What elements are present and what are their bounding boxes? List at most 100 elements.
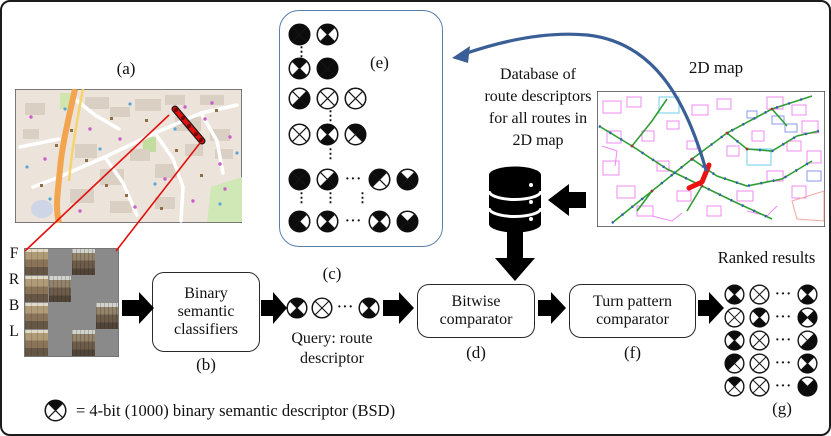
street-view-photo	[49, 249, 72, 275]
caption-line: Database of	[500, 66, 576, 83]
vertical-ellipsis: ⋮	[295, 190, 308, 205]
street-view-photo	[96, 276, 119, 302]
direction-label-front: F	[9, 245, 19, 262]
legend-text: = 4-bit (1000) binary semantic descripto…	[76, 401, 396, 420]
street-view-photo	[72, 249, 95, 275]
bsd-symbol	[358, 297, 380, 319]
bitwise-comparator-box: Bitwise comparator	[417, 284, 535, 338]
direction-label-left: L	[9, 323, 19, 340]
curve-arrowhead	[452, 46, 470, 63]
bsd-symbol	[288, 57, 311, 80]
bsd-symbol	[797, 284, 818, 305]
bsd-symbol	[316, 123, 339, 146]
map2d-title: 2D map	[688, 58, 744, 77]
street-view-grid	[24, 248, 119, 357]
ranked-row: ···	[724, 284, 818, 305]
binary-semantic-classifiers-box: Binary semantic classifiers	[152, 272, 260, 352]
ranked-results-title: Ranked results	[717, 248, 816, 267]
bsd-symbol	[797, 307, 818, 328]
bsd-symbol	[396, 168, 419, 191]
arrow-map-to-database	[548, 184, 586, 216]
horizontal-ellipsis: ···	[345, 171, 363, 187]
street-view-photo	[25, 276, 48, 302]
descriptor-row	[288, 123, 367, 146]
bsd-symbol	[797, 353, 818, 374]
descriptor-row	[288, 57, 339, 80]
bsd-symbol	[311, 297, 333, 319]
bsd-symbol	[288, 168, 311, 191]
bsd-symbol	[286, 297, 308, 319]
descriptor-row: ···	[288, 210, 419, 233]
ranked-row: ···	[724, 353, 818, 374]
street-view-photo	[72, 303, 95, 329]
bsd-symbol	[749, 307, 770, 328]
bsd-symbol	[368, 168, 391, 191]
vertical-ellipsis: ⋮	[324, 108, 337, 123]
street-view-photo	[72, 330, 95, 356]
caption-line: Query: route	[291, 330, 373, 347]
descriptor-database-panel: (e) ⋮ ⋮ ⋮ ··· ⋮ ⋮ ⋮ ···	[279, 10, 443, 247]
vertical-ellipsis: ⋮	[356, 190, 369, 205]
descriptor-row: ···	[288, 168, 419, 191]
bsd-symbol	[749, 353, 770, 374]
bsd-symbol	[368, 210, 391, 233]
bsd-symbol	[724, 376, 745, 397]
arrow-bitwise-to-turn	[538, 292, 566, 324]
horizontal-ellipsis: ···	[775, 286, 793, 302]
descriptor-row	[288, 87, 367, 110]
arrow-grid-to-classifier	[122, 292, 154, 324]
panel-label-g: (g)	[772, 399, 792, 418]
horizontal-ellipsis: ···	[775, 309, 793, 325]
descriptor-row	[288, 23, 339, 46]
bsd-symbol	[288, 87, 311, 110]
horizontal-ellipsis: ···	[345, 213, 363, 229]
legend-bsd-symbol	[44, 399, 67, 422]
bsd-symbol	[316, 168, 339, 191]
bsd-symbol	[749, 376, 770, 397]
street-view-photo	[49, 330, 72, 356]
arrow-turn-to-ranked	[698, 292, 724, 324]
street-view-photo	[72, 276, 95, 302]
database-caption: Database of route descriptors for all ro…	[457, 64, 619, 152]
vertical-ellipsis: ⋮	[295, 44, 308, 59]
box-text-line: comparator	[596, 311, 669, 328]
street-view-photo	[25, 249, 48, 275]
caption-line: for all routes in	[488, 110, 588, 127]
panel-label-e: (e)	[370, 53, 389, 72]
street-view-photo	[96, 249, 119, 275]
panel-label-d: (d)	[466, 343, 486, 362]
bsd-symbol	[749, 284, 770, 305]
panel-label-a: (a)	[116, 59, 136, 78]
ranked-row: ···	[724, 376, 818, 397]
query-descriptor-row: ···	[286, 297, 380, 319]
box-text-line: Binary	[184, 285, 228, 302]
ranked-row: ···	[724, 330, 818, 351]
bsd-symbol	[797, 330, 818, 351]
street-view-photo	[48, 276, 71, 302]
bsd-symbol	[288, 210, 311, 233]
direction-label-back: B	[8, 297, 20, 314]
box-text-line: Turn pattern	[593, 293, 672, 310]
street-view-photo	[96, 330, 119, 356]
direction-label-right: R	[8, 271, 20, 288]
bsd-symbol	[797, 376, 818, 397]
arrow-classifier-to-query	[261, 292, 287, 324]
vector-map-image	[597, 91, 825, 227]
bsd-symbol	[396, 210, 419, 233]
database-icon	[488, 166, 542, 233]
ranked-results-list: ··· ··· ··· ··· ···	[724, 284, 818, 399]
box-text-line: semantic	[177, 303, 235, 320]
horizontal-ellipsis: ···	[337, 300, 355, 315]
box-text-line: Bitwise	[451, 293, 501, 310]
bsd-symbol	[288, 123, 311, 146]
street-view-photo	[25, 330, 48, 356]
bsd-symbol	[749, 330, 770, 351]
box-text-line: classifiers	[174, 321, 238, 338]
bsd-symbol	[288, 23, 311, 46]
bsd-symbol	[724, 307, 745, 328]
caption-line: 2D map	[512, 132, 564, 149]
bsd-symbol	[724, 330, 745, 351]
query-caption: Query: route descriptor	[280, 329, 384, 369]
street-view-photo	[49, 303, 72, 329]
